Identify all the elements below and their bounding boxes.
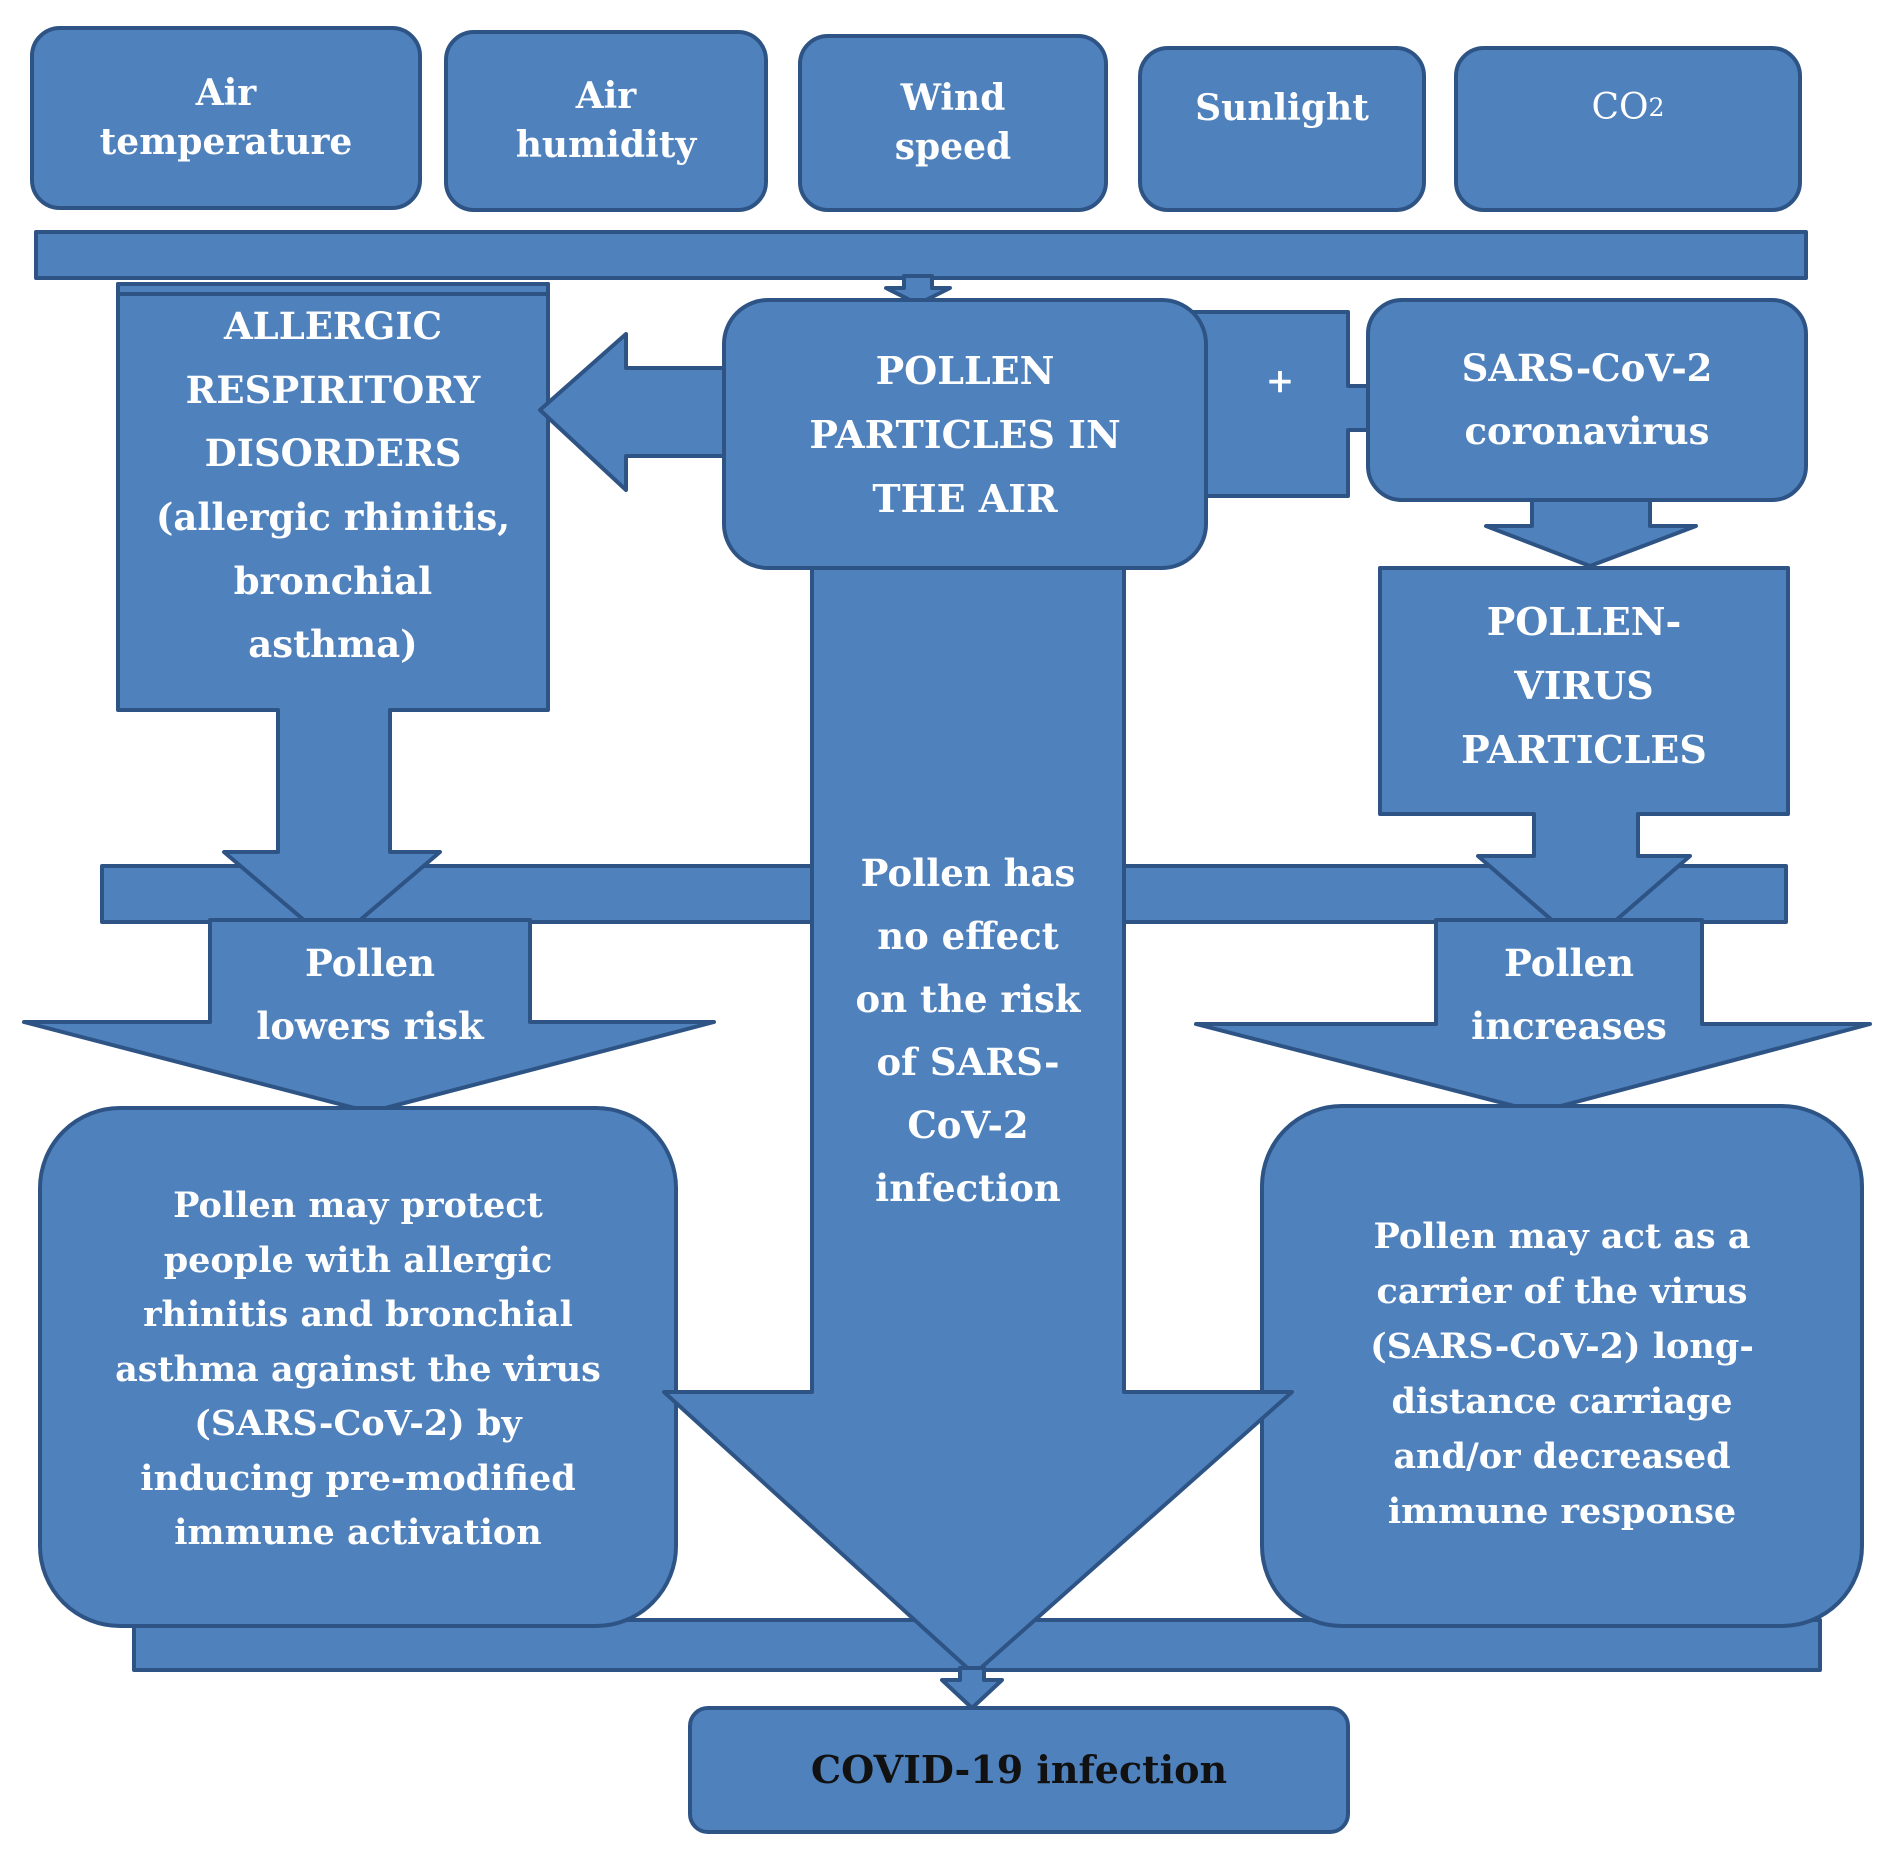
factor-box-co2 xyxy=(1454,46,1802,212)
air-humidity-label: Air humidity xyxy=(515,75,697,166)
sars-label: SARS-CoV-2 coronavirus xyxy=(1461,346,1713,453)
co2-subscript: 2 xyxy=(1648,92,1665,122)
factor-to-pollen-arrow xyxy=(884,274,952,306)
increases-label: Pollen increases xyxy=(1471,941,1667,1048)
wind-speed-label: Wind speed xyxy=(894,77,1012,168)
sars-box xyxy=(1366,298,1808,502)
covid-box xyxy=(688,1706,1350,1834)
factor-box-wind-speed xyxy=(798,34,1108,212)
allergic-down-arrow xyxy=(116,282,550,946)
covid-infection-label: COVID-19 infection xyxy=(810,1747,1228,1793)
protect-label: Pollen may protect people with allergic … xyxy=(115,1184,601,1554)
protect-box xyxy=(38,1106,678,1628)
plus-sign: + xyxy=(1265,361,1295,402)
factor-box-sunlight xyxy=(1138,46,1426,212)
carrier-box xyxy=(1260,1104,1864,1628)
sars-to-pollen-virus-arrow xyxy=(1484,494,1698,568)
factor-collector-bar xyxy=(34,230,1808,280)
allergic-box-top xyxy=(116,282,550,296)
co2-main: CO xyxy=(1591,86,1649,128)
allergic-disorders-label: ALLERGIC RESPIRITORY DISORDERS (allergic… xyxy=(155,304,511,667)
carrier-label: Pollen may act as a carrier of the virus… xyxy=(1370,1216,1754,1532)
pollen-virus-down-arrow xyxy=(1378,566,1790,950)
pollen-virus-label: POLLEN- VIRUS PARTICLES xyxy=(1461,599,1707,772)
factor-box-air-temperature xyxy=(30,26,422,210)
pollen-to-allergic-arrow xyxy=(538,332,732,492)
lowers-risk-arrow xyxy=(22,918,716,1114)
pollen-particles-box xyxy=(722,298,1208,570)
air-temperature-label: Air temperature xyxy=(99,72,353,163)
pollen-particles-label: POLLEN PARTICLES IN THE AIR xyxy=(809,348,1121,521)
factor-box-air-humidity xyxy=(444,30,768,212)
sunlight-label: Sunlight xyxy=(1195,86,1369,129)
no-effect-label: Pollen has no effect on the risk of SARS… xyxy=(855,851,1081,1210)
increases-arrow xyxy=(1194,918,1872,1114)
lowers-risk-label: Pollen lowers risk xyxy=(256,941,484,1048)
central-no-effect-arrow xyxy=(662,554,1294,1676)
to-covid-arrow xyxy=(940,1666,1004,1710)
